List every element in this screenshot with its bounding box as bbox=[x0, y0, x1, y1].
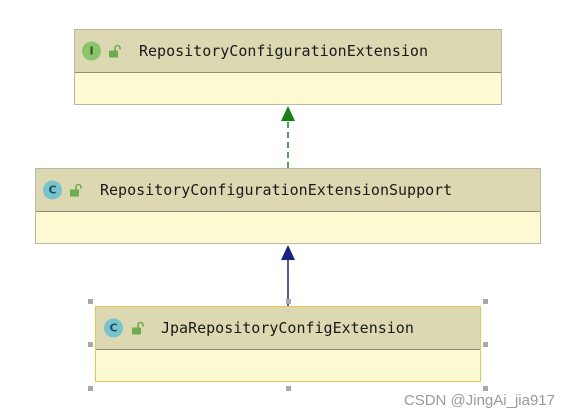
unlocked-icon bbox=[132, 321, 144, 335]
jpa-class-node-title: JpaRepositoryConfigExtension bbox=[161, 319, 414, 337]
resize-handle-bottom-right[interactable] bbox=[483, 386, 488, 391]
resize-handle-bottom-center[interactable] bbox=[286, 386, 291, 391]
unlocked-icon bbox=[70, 183, 82, 197]
support-class-node[interactable]: C RepositoryConfigurationExtensionSuppor… bbox=[35, 168, 541, 244]
resize-handle-top-right[interactable] bbox=[483, 299, 488, 304]
interface-node-title: RepositoryConfigurationExtension bbox=[139, 42, 428, 60]
resize-handle-top-left[interactable] bbox=[88, 299, 93, 304]
watermark: CSDN @JingAi_jia917 bbox=[403, 392, 555, 409]
resize-handle-middle-left[interactable] bbox=[88, 342, 93, 347]
support-class-node-title: RepositoryConfigurationExtensionSupport bbox=[100, 181, 453, 199]
jpa-class-node-header: C JpaRepositoryConfigExtension bbox=[96, 307, 480, 350]
unlocked-icon bbox=[109, 44, 121, 58]
interface-node[interactable]: I RepositoryConfigurationExtension bbox=[74, 29, 502, 105]
class-icon: C bbox=[104, 318, 123, 338]
extends-arrowhead bbox=[281, 245, 295, 260]
class-icon: C bbox=[43, 180, 62, 200]
jpa-class-node[interactable]: C JpaRepositoryConfigExtension bbox=[95, 306, 481, 382]
interface-icon: I bbox=[82, 41, 101, 61]
interface-node-header: I RepositoryConfigurationExtension bbox=[75, 30, 501, 73]
resize-handle-top-center[interactable] bbox=[286, 299, 291, 304]
resize-handle-middle-right[interactable] bbox=[483, 342, 488, 347]
resize-handle-bottom-left[interactable] bbox=[88, 386, 93, 391]
support-class-node-header: C RepositoryConfigurationExtensionSuppor… bbox=[36, 169, 540, 212]
implements-arrowhead bbox=[281, 106, 295, 121]
